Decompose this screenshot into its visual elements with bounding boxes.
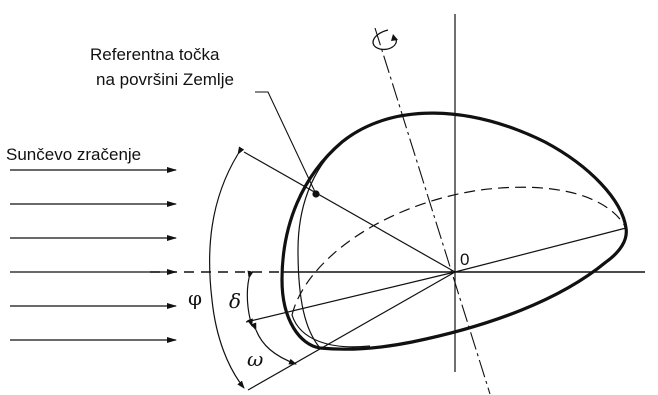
omega-angle-arc <box>250 322 297 365</box>
reference-point-leader <box>255 91 317 195</box>
solar-radiation-label: Sunčevo zračenje <box>6 145 141 164</box>
reference-point-label-line2: na površini Zemlje <box>96 70 234 89</box>
hour-angle-ray <box>247 271 456 391</box>
delta-symbol: δ <box>229 289 241 313</box>
rotation-arrow-icon <box>372 29 398 51</box>
omega-symbol: ω <box>247 347 263 371</box>
origin-label: 0 <box>460 250 469 269</box>
phi-angle-arc <box>209 146 245 389</box>
equator-front <box>291 314 371 348</box>
phi-symbol: φ <box>188 286 202 310</box>
latitude-ray <box>243 151 456 273</box>
declination-ray <box>245 271 456 323</box>
meridian-line <box>297 141 343 349</box>
reference-point-label-line1: Referentna točka <box>90 45 220 64</box>
earth-hemisphere-outline <box>280 111 628 351</box>
earth-rotation-axis <box>374 27 491 395</box>
solar-radiation-arrows <box>10 167 177 343</box>
equator-dashed-back <box>291 186 627 316</box>
delta-angle-arc <box>246 270 254 327</box>
equator-radius-right <box>454 227 627 273</box>
